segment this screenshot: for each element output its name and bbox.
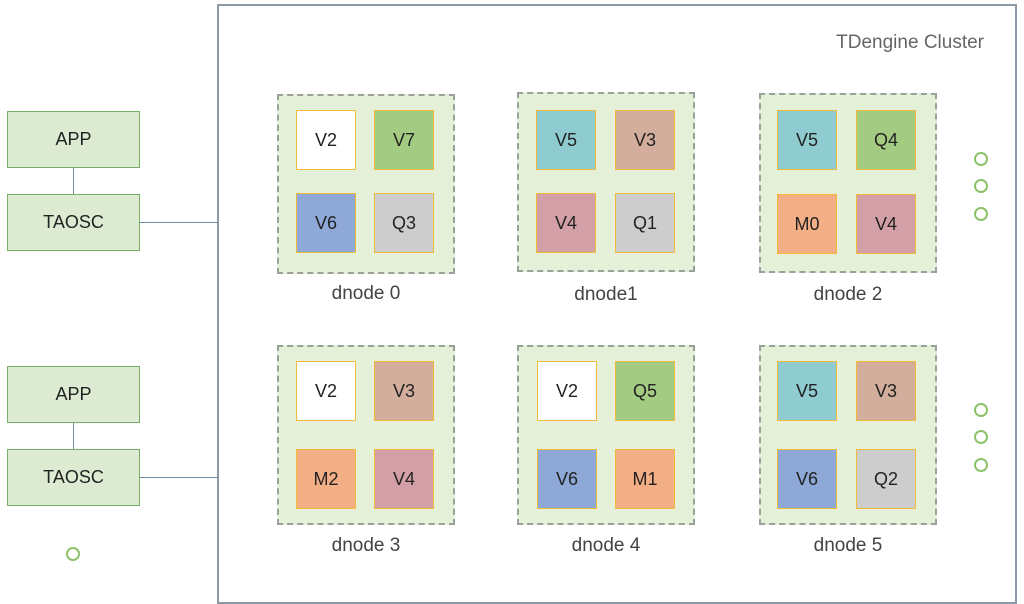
taosc-box: TAOSC [7, 449, 140, 506]
vnode: V3 [615, 110, 675, 170]
vnode: Q1 [615, 193, 675, 253]
dnode: V2 V7 V6 Q3 [277, 94, 455, 274]
more-dnodes-dot [974, 152, 988, 166]
vnode: V6 [537, 449, 597, 509]
vnode: V4 [536, 193, 596, 253]
vnode: Q5 [615, 361, 675, 421]
cluster-title: TDengine Cluster [836, 32, 984, 53]
app-box: APP [7, 366, 140, 423]
dnode-label: dnode 4 [571, 535, 641, 556]
app-taosc-connector [73, 168, 74, 194]
more-dnodes-dot [974, 179, 988, 193]
vnode: V5 [777, 361, 837, 421]
dnode-label: dnode 2 [813, 284, 883, 305]
vnode: V4 [374, 449, 434, 509]
vnode: V2 [537, 361, 597, 421]
vnode: V2 [296, 110, 356, 170]
vnode: V6 [777, 449, 837, 509]
vnode: V5 [536, 110, 596, 170]
more-dnodes-dot [974, 403, 988, 417]
dnode-label: dnode 3 [331, 535, 401, 556]
more-clients-dot [66, 547, 80, 561]
vnode: Q2 [856, 449, 916, 509]
taosc-cluster-connector [140, 477, 218, 478]
dnode: V5 V3 V6 Q2 [759, 345, 937, 525]
dnode-label: dnode 5 [813, 535, 883, 556]
dnode: V2 Q5 V6 M1 [517, 345, 695, 525]
vnode: V6 [296, 193, 356, 253]
dnode-label: dnode1 [574, 284, 638, 305]
vnode: M0 [777, 194, 837, 254]
vnode: V3 [856, 361, 916, 421]
vnode: M2 [296, 449, 356, 509]
vnode: V2 [296, 361, 356, 421]
app-box: APP [7, 111, 140, 168]
vnode: V4 [856, 194, 916, 254]
taosc-cluster-connector [140, 222, 218, 223]
dnode-label: dnode 0 [331, 283, 401, 304]
app-taosc-connector [73, 423, 74, 449]
more-dnodes-dot [974, 430, 988, 444]
vnode: Q3 [374, 193, 434, 253]
more-dnodes-dot [974, 458, 988, 472]
vnode: V5 [777, 110, 837, 170]
more-dnodes-dot [974, 207, 988, 221]
vnode: V7 [374, 110, 434, 170]
vnode: V3 [374, 361, 434, 421]
vnode: Q4 [856, 110, 916, 170]
vnode: M1 [615, 449, 675, 509]
dnode: V5 V3 V4 Q1 [517, 92, 695, 272]
taosc-box: TAOSC [7, 194, 140, 251]
dnode: V2 V3 M2 V4 [277, 345, 455, 525]
dnode: V5 Q4 M0 V4 [759, 93, 937, 273]
